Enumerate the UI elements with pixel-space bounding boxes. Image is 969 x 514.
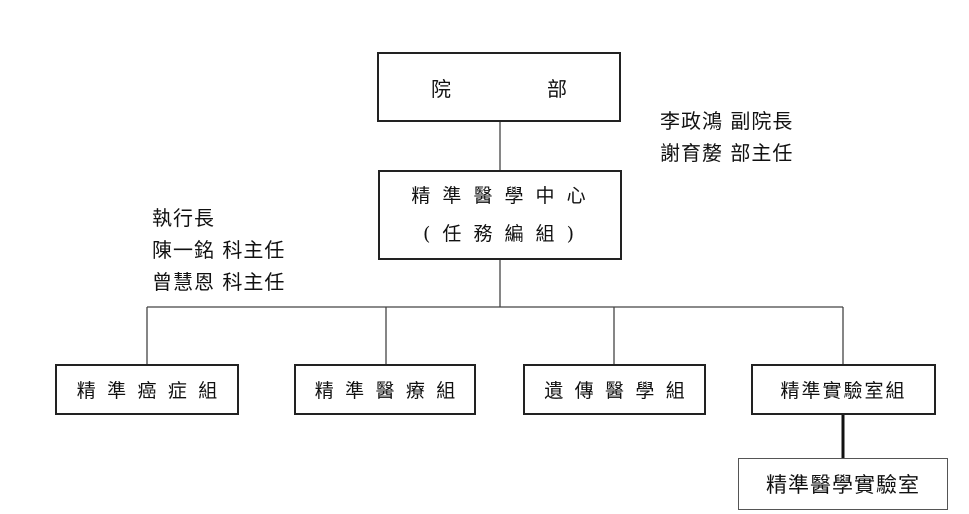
group-box-3: 遺傳醫學組: [523, 364, 706, 415]
group-box-4-label: 精準實驗室組: [780, 380, 907, 402]
center-box-line2: ( 任 務 編 組 ): [422, 223, 578, 245]
center-box: 精 準 醫 學 中 心 ( 任 務 編 組 ): [378, 170, 622, 260]
top-box: 院 部: [377, 52, 621, 122]
note-right-1: 李政鴻 副院長: [660, 109, 794, 133]
note-left-2: 陳一銘 科主任: [152, 238, 286, 262]
note-left-1: 執行長: [152, 206, 215, 230]
lab-box: 精準醫學實驗室: [738, 458, 948, 510]
note-right-2: 謝育嫠 部主任: [660, 141, 794, 165]
lab-box-label: 精準醫學實驗室: [766, 473, 920, 497]
notes-right: 李政鴻 副院長 謝育嫠 部主任: [660, 105, 793, 169]
top-box-left-text: 院: [431, 76, 451, 101]
center-box-line1: 精 準 醫 學 中 心: [411, 185, 589, 207]
group-box-1: 精準癌症組: [55, 364, 239, 415]
notes-left: 執行長 陳一銘 科主任 曾慧恩 科主任: [152, 202, 285, 298]
note-left-3: 曾慧恩 科主任: [152, 270, 286, 294]
group-box-3-label: 遺傳醫學組: [544, 380, 697, 402]
group-box-2-label: 精準醫療組: [314, 380, 467, 402]
group-box-2: 精準醫療組: [294, 364, 476, 415]
top-box-right-text: 部: [547, 76, 567, 101]
group-box-4: 精準實驗室組: [751, 364, 936, 415]
group-box-1-label: 精準癌症組: [76, 380, 229, 402]
